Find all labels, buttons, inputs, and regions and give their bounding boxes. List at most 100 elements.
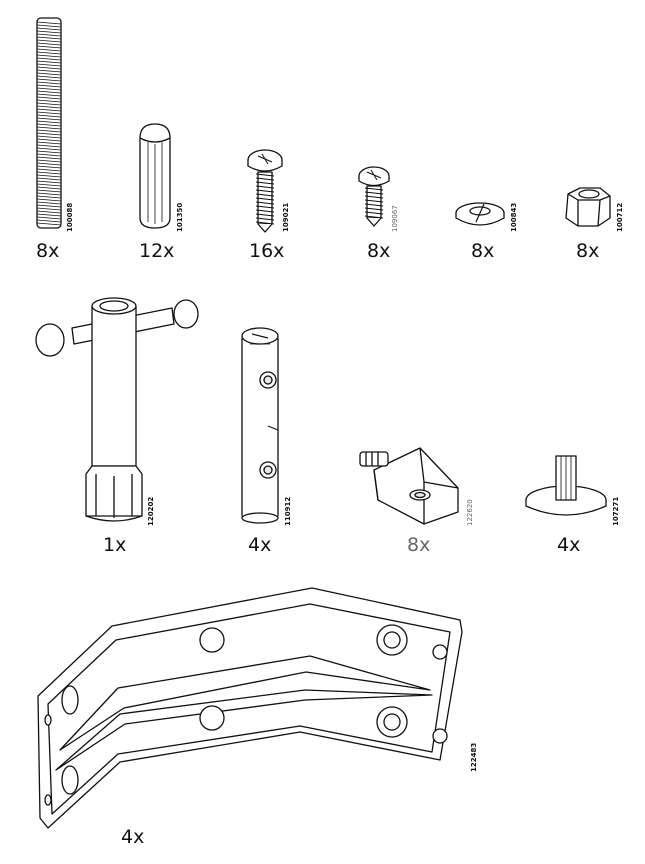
part-number-angle-clip: 122620: [466, 499, 474, 526]
t-handle-wrench-drawing: [35, 297, 199, 522]
thread-line: [36, 120, 62, 124]
thread-line: [36, 75, 62, 79]
thread-line: [36, 180, 62, 184]
thread-line: [36, 36, 62, 40]
part-number-barrel-nut: 110912: [284, 496, 292, 526]
thread-line: [36, 99, 62, 103]
part-number-corner-bracket: 122483: [470, 742, 478, 772]
thread-line: [36, 129, 62, 133]
screw-long-drawing: [247, 149, 283, 233]
thread-line: [255, 181, 275, 185]
corner-bracket-drawing: [37, 587, 463, 829]
part-number-screw-short: 109067: [391, 205, 399, 232]
thread-line: [36, 195, 62, 199]
thread-line: [36, 147, 62, 151]
thread-line: [255, 189, 275, 193]
thread-line: [36, 186, 62, 190]
thread-line: [364, 203, 384, 207]
thread-line: [36, 204, 62, 208]
thread-line: [36, 174, 62, 178]
quantity-wood-dowel: 12x: [139, 240, 175, 262]
thread-line: [36, 165, 62, 169]
thread-line: [36, 150, 62, 154]
thread-line: [36, 216, 62, 220]
thread-line: [36, 198, 62, 202]
thread-line: [364, 199, 384, 203]
thread-line: [36, 153, 62, 157]
thread-line: [36, 66, 62, 70]
quantity-screw-long: 16x: [249, 240, 285, 262]
wood-dowel-drawing: [139, 123, 171, 229]
quantity-glide-foot: 4x: [557, 534, 581, 556]
thread-line: [36, 183, 62, 187]
thread-line: [36, 96, 62, 100]
thread-line: [36, 138, 62, 142]
quantity-hex-nut: 8x: [576, 240, 600, 262]
thread-line: [364, 215, 384, 219]
thread-line: [36, 45, 62, 49]
thread-line: [36, 90, 62, 94]
thread-line: [364, 187, 384, 191]
thread-line: [36, 42, 62, 46]
thread-line: [255, 185, 275, 189]
thread-line: [36, 177, 62, 181]
thread-line: [36, 81, 62, 85]
thread-line: [255, 201, 275, 205]
thread-line: [36, 123, 62, 127]
thread-line: [36, 39, 62, 43]
thread-line: [255, 193, 275, 197]
hex-nut-drawing: [565, 187, 611, 227]
barrel-nut-drawing: [241, 327, 279, 524]
thread-line: [255, 173, 275, 177]
thread-line: [36, 78, 62, 82]
part-number-glide-foot: 107271: [612, 496, 620, 526]
thread-line: [36, 144, 62, 148]
thread-line: [36, 168, 62, 172]
thread-line: [36, 111, 62, 115]
thread-line: [36, 201, 62, 205]
part-number-threaded-rod: 100088: [66, 202, 74, 232]
thread-line: [36, 87, 62, 91]
part-number-wood-dowel: 101350: [176, 202, 184, 232]
thread-line: [36, 117, 62, 121]
thread-line: [36, 48, 62, 52]
quantity-corner-bracket: 4x: [121, 826, 145, 848]
thread-line: [36, 213, 62, 217]
thread-line: [364, 191, 384, 195]
thread-line: [36, 105, 62, 109]
thread-line: [36, 54, 62, 58]
thread-line: [255, 213, 275, 217]
spring-washer-drawing: [455, 202, 505, 226]
part-number-spring-washer: 100843: [510, 202, 518, 232]
screw-short-drawing: [358, 166, 390, 227]
thread-line: [36, 60, 62, 64]
thread-line: [255, 197, 275, 201]
thread-line: [36, 51, 62, 55]
thread-line: [36, 141, 62, 145]
quantity-spring-washer: 8x: [471, 240, 495, 262]
part-number-screw-long: 109021: [282, 202, 290, 232]
thread-line: [36, 156, 62, 160]
thread-line: [255, 209, 275, 213]
thread-line: [36, 159, 62, 163]
thread-line: [36, 30, 62, 34]
angle-clip-drawing: [359, 447, 459, 525]
thread-line: [36, 57, 62, 61]
thread-line: [364, 211, 384, 215]
quantity-barrel-nut: 4x: [248, 534, 272, 556]
thread-line: [255, 177, 275, 181]
thread-line: [36, 219, 62, 223]
thread-line: [36, 132, 62, 136]
quantity-threaded-rod: 8x: [36, 240, 60, 262]
thread-line: [36, 192, 62, 196]
thread-line: [36, 102, 62, 106]
thread-line: [36, 24, 62, 28]
thread-line: [36, 21, 62, 25]
thread-line: [36, 72, 62, 76]
quantity-angle-clip: 8x: [407, 534, 431, 556]
thread-line: [36, 207, 62, 211]
thread-line: [255, 217, 275, 221]
threaded-rod-drawing: [36, 17, 62, 229]
thread-line: [36, 108, 62, 112]
